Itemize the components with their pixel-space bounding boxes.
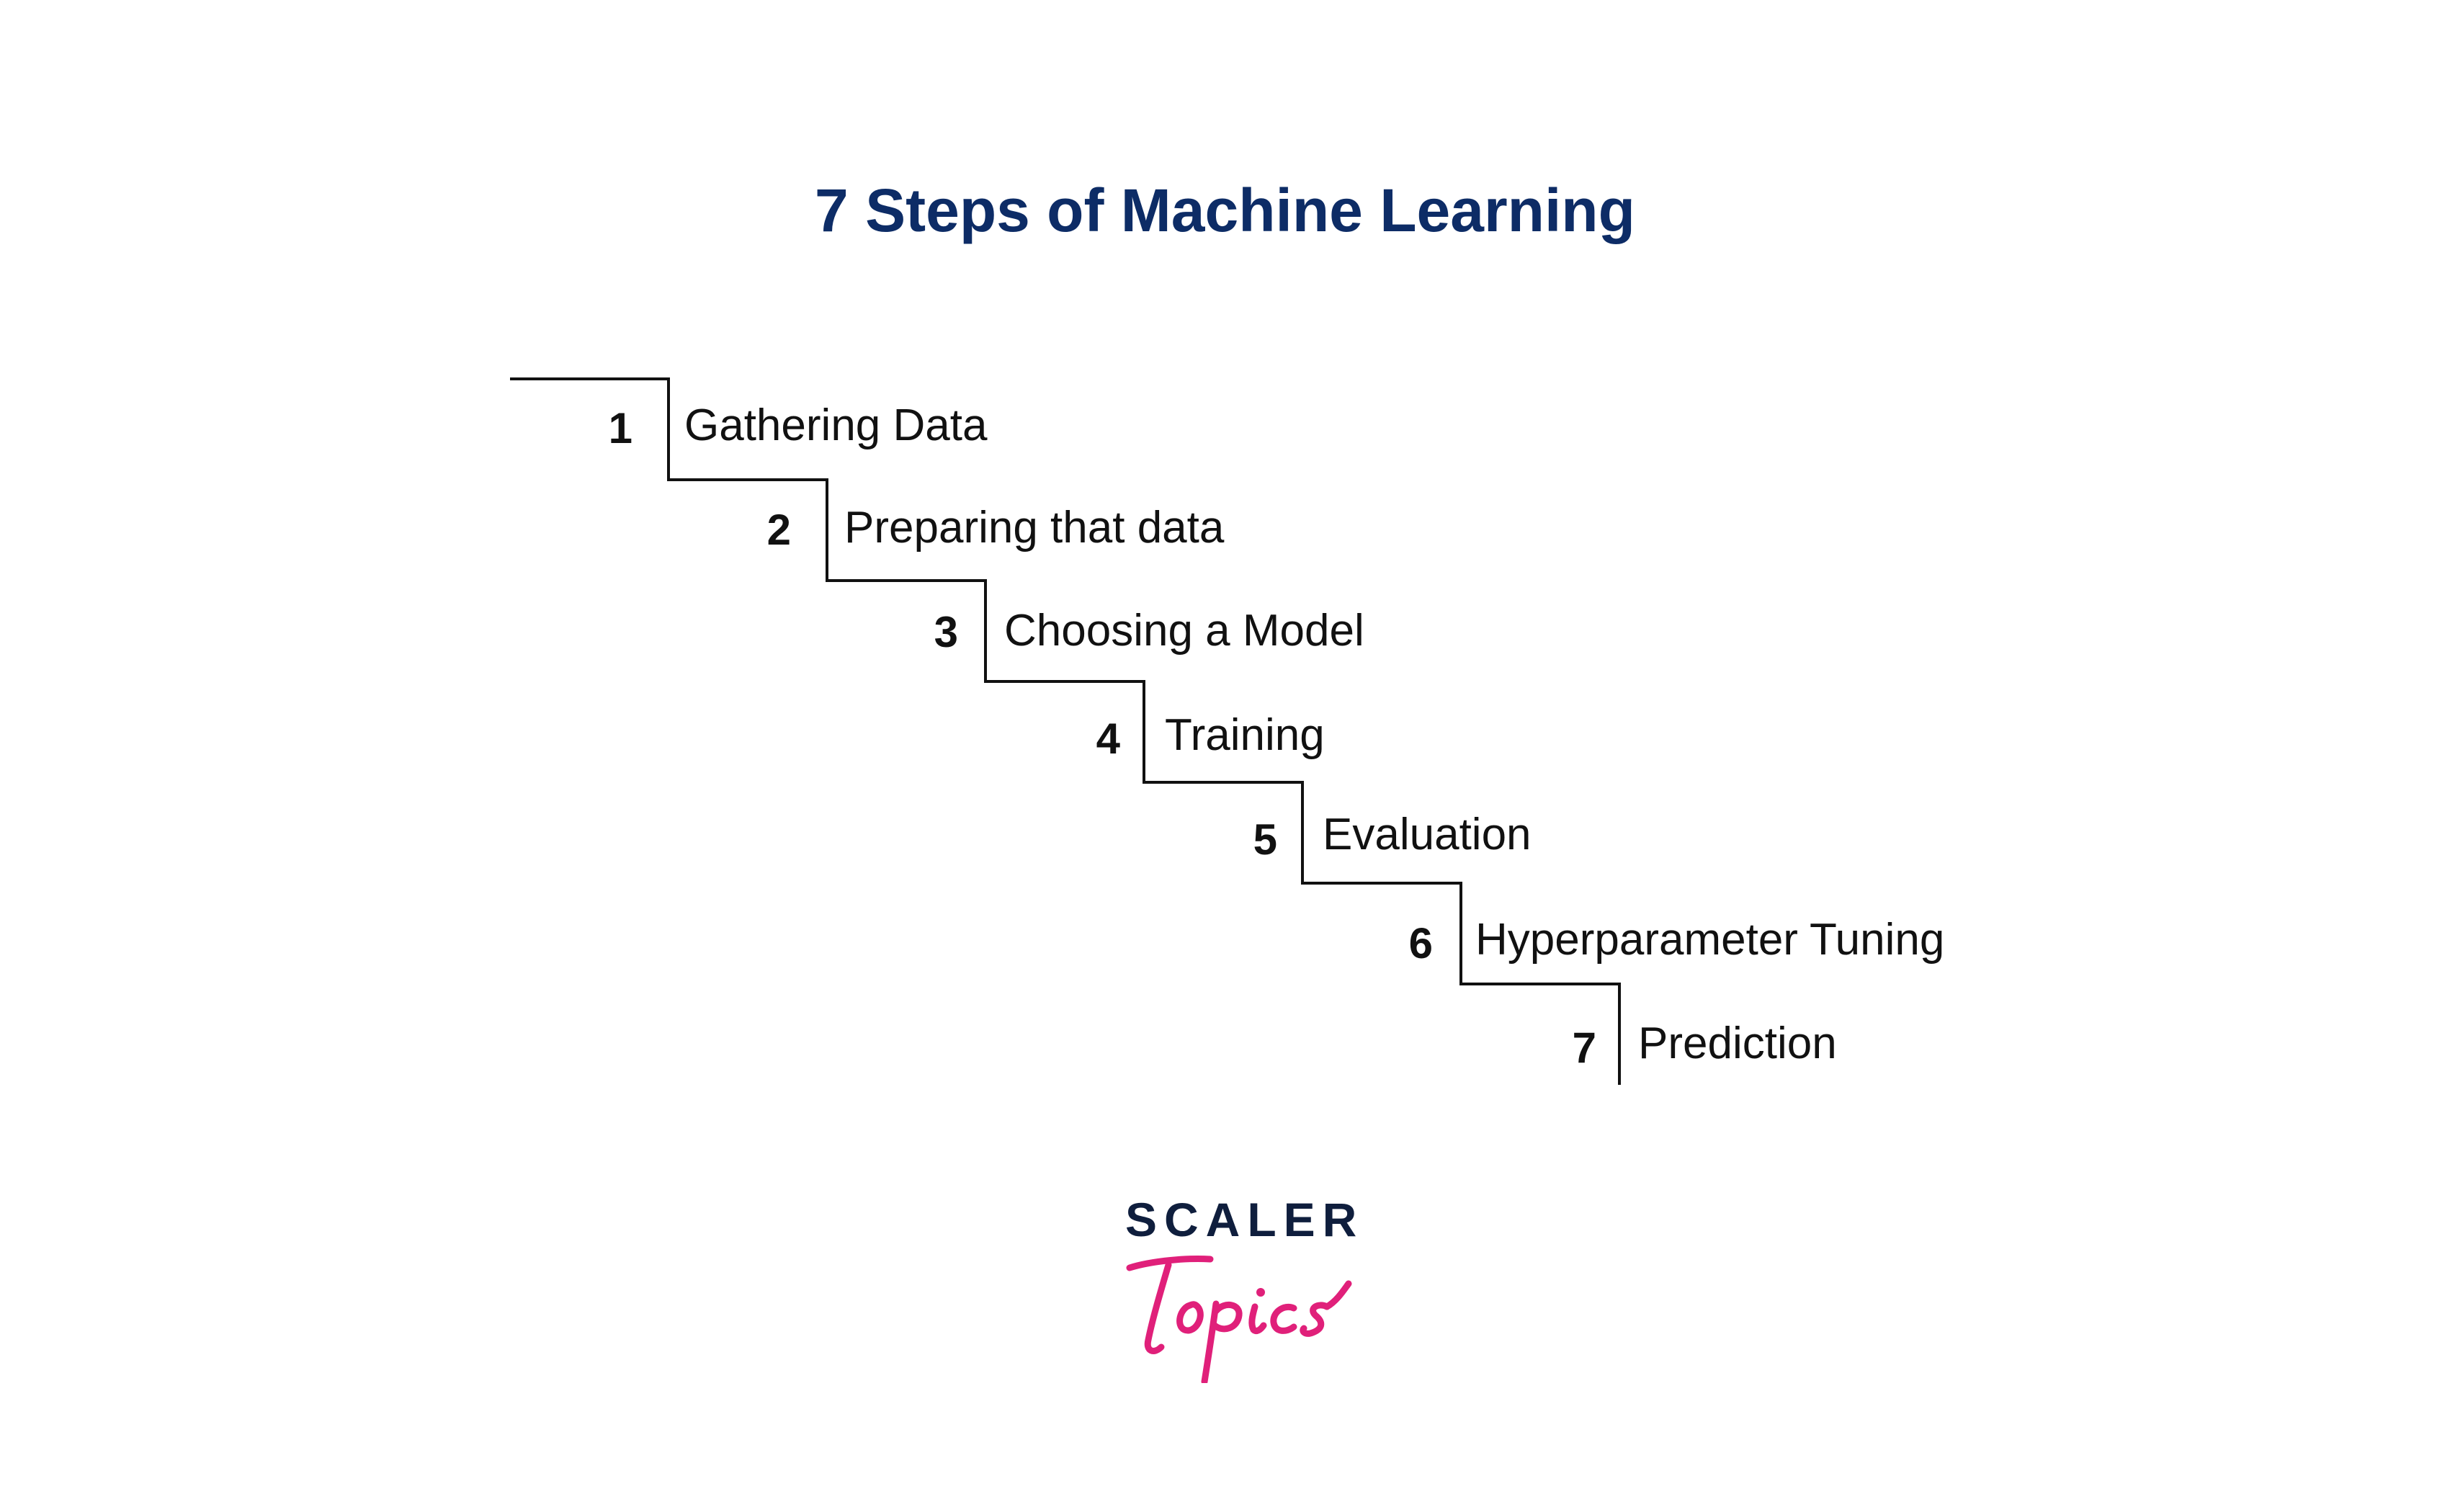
step-label-1: Gathering Data <box>684 401 988 450</box>
step-label-6: Hyperparameter Tuning <box>1475 915 1945 965</box>
scaler-topics-logo: SCALER <box>1124 1196 1356 1383</box>
step-label-4: Training <box>1165 710 1325 760</box>
step-number-6: 6 <box>1408 919 1433 967</box>
logo-wordmark: SCALER <box>1125 1193 1364 1246</box>
step-label-2: Preparing that data <box>844 503 1225 553</box>
step-number-7: 7 <box>1572 1024 1596 1072</box>
step-number-1: 1 <box>608 404 632 452</box>
step-number-5: 5 <box>1253 815 1277 864</box>
step-label-7: Prediction <box>1638 1019 1837 1068</box>
step-label-5: Evaluation <box>1323 810 1532 859</box>
step-label-3: Choosing a Model <box>1004 606 1364 656</box>
step-number-2: 2 <box>766 506 791 554</box>
step-number-4: 4 <box>1096 715 1120 763</box>
logo-script-topics <box>1126 1256 1352 1383</box>
step-number-3: 3 <box>934 608 958 656</box>
diagram-title: 7 Steps of Machine Learning <box>815 176 1635 244</box>
staircase-path <box>510 377 1621 1085</box>
